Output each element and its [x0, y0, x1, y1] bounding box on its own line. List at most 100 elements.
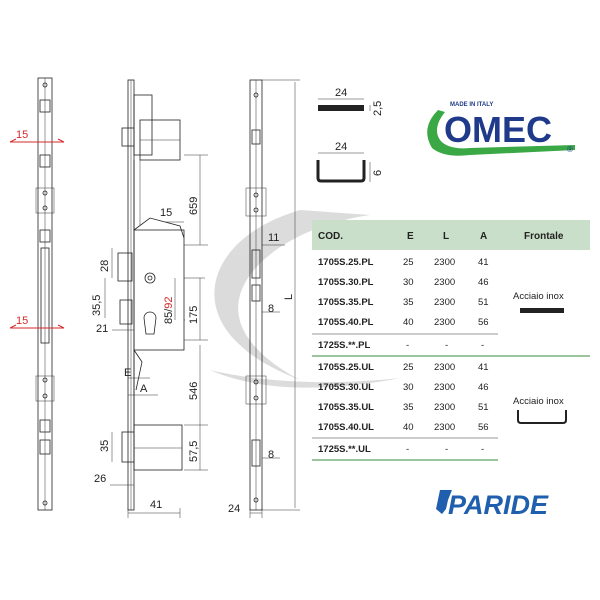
cell-a: 56: [478, 422, 489, 433]
dim-57-5-label: 57,5: [188, 441, 200, 462]
dim-L-label: L: [283, 294, 295, 300]
u-profile-depth: 6: [372, 170, 384, 176]
cell-code: 1705S.35.PL: [318, 297, 374, 308]
cell-a: 41: [478, 257, 489, 268]
flat-profile-width: 24: [335, 87, 347, 99]
dim-85-92: 85/92: [163, 278, 176, 324]
lock-side-view: [117, 79, 208, 511]
dim-E: E: [124, 367, 150, 379]
table-row: 1705S.25.PL 25 2300 41: [318, 257, 489, 268]
u-profile-width: 24: [335, 141, 347, 153]
dim-85-92-label: 85/92: [163, 296, 175, 324]
table-row: 1705S.35.PL 35 2300 51: [318, 297, 489, 308]
table-header-code: COD.: [318, 231, 343, 242]
table-row: 1725S.**.UL - - -: [318, 444, 484, 455]
cell-e: 30: [403, 277, 414, 288]
dim-28: 28: [99, 248, 113, 278]
cell-e: -: [406, 340, 409, 351]
dim-11: 11: [262, 232, 285, 246]
omec-registered: ®: [567, 145, 573, 154]
table-header-frontale: Frontale: [524, 231, 564, 242]
dim-24: 24: [228, 503, 263, 518]
dim-15-top-label: 15: [16, 129, 28, 141]
faceplate-side-view: [245, 79, 300, 511]
dim-15-mid-label: 15: [160, 207, 172, 219]
dim-21: 21: [96, 323, 134, 335]
dim-15-mid: 15: [160, 207, 184, 223]
u-profile-section: 24 6: [316, 141, 384, 183]
cell-e: 30: [403, 382, 414, 393]
cell-a: -: [481, 444, 484, 455]
dim-546-label: 546: [188, 382, 200, 400]
dim-15-bottom: 15: [9, 315, 65, 329]
dim-57-5: 57,5: [188, 425, 201, 470]
dim-8-bottom-label: 8: [268, 449, 274, 461]
cell-l: 2300: [434, 402, 455, 413]
omec-logo: MADE IN ITALY OMEC ®: [427, 102, 575, 156]
frontale-label-ul: Acciaio inox: [513, 396, 564, 407]
cell-a: 46: [478, 277, 489, 288]
cell-code: 1705S.25.PL: [318, 257, 374, 268]
flat-profile-thickness: 2,5: [372, 101, 384, 116]
table-header-l: L: [443, 231, 449, 242]
dim-8-bottom: 8: [262, 449, 280, 461]
table-header-row: [312, 220, 590, 250]
dim-41-label: 41: [150, 499, 162, 511]
dim-15-bottom-label: 15: [16, 315, 28, 327]
dim-A: A: [128, 383, 158, 396]
dim-24-label: 24: [228, 503, 240, 515]
dim-11-label: 11: [268, 232, 279, 244]
dim-28-label: 28: [99, 260, 111, 272]
cell-e: 25: [403, 257, 414, 268]
dim-26-label: 26: [94, 473, 106, 485]
dim-41: 41: [127, 499, 181, 518]
cell-l: 2300: [434, 297, 455, 308]
cell-e: 25: [403, 362, 414, 373]
cell-a: 56: [478, 317, 489, 328]
flat-profile-section: 24 2,5: [318, 87, 384, 116]
cell-code: 1725S.**.PL: [318, 340, 370, 351]
table-row: 1705S.40.PL 40 2300 56: [318, 317, 489, 328]
paride-logo: PARIDE: [436, 490, 549, 520]
cell-l: -: [445, 340, 448, 351]
dim-35-label: 35: [99, 440, 111, 452]
cell-e: 35: [403, 402, 414, 413]
cell-l: 2300: [434, 422, 455, 433]
table-row: 1725S.**.PL - - -: [318, 340, 484, 351]
product-table: COD. E L A Frontale 1705S.25.PL 25 2300 …: [312, 220, 590, 461]
dim-659-label: 659: [188, 197, 200, 215]
cell-e: 40: [403, 422, 414, 433]
dim-21-label: 21: [96, 323, 108, 335]
table-header-a: A: [480, 231, 487, 242]
dim-546: 546: [188, 345, 201, 425]
dim-E-label: E: [124, 367, 131, 379]
frontale-label-pl: Acciaio inox: [513, 291, 564, 302]
dim-175: 175: [188, 278, 201, 340]
dim-26: 26: [94, 473, 134, 486]
table-row: 1705S.25.UL 25 2300 41: [318, 362, 489, 373]
dim-35: 35: [99, 432, 113, 462]
cell-a: 46: [478, 382, 489, 393]
dim-35-5-label: 35,5: [91, 295, 103, 316]
dim-85-label: 85/: [163, 308, 175, 324]
cell-a: 41: [478, 362, 489, 373]
flat-frontale-icon: [520, 308, 564, 313]
omec-made-in-italy: MADE IN ITALY: [450, 102, 493, 108]
omec-wordmark: OMEC: [444, 109, 552, 150]
faceplate-front-view: [35, 77, 55, 511]
cell-e: -: [406, 444, 409, 455]
table-row: 1705S.40.UL 40 2300 56: [318, 422, 489, 433]
table-row: 1705S.30.UL 30 2300 46: [318, 382, 489, 393]
dim-8-top: 8: [262, 303, 280, 315]
cell-a: -: [481, 340, 484, 351]
paride-wordmark: PARIDE: [448, 490, 549, 520]
dim-175-label: 175: [188, 306, 200, 324]
cell-code: 1725S.**.UL: [318, 444, 371, 455]
cell-e: 35: [403, 297, 414, 308]
cell-l: 2300: [434, 382, 455, 393]
dim-L: L: [283, 82, 296, 508]
cell-code: 1705S.35.UL: [318, 402, 374, 413]
cell-code: 1705S.25.UL: [318, 362, 374, 373]
dim-659: 659: [188, 155, 201, 245]
